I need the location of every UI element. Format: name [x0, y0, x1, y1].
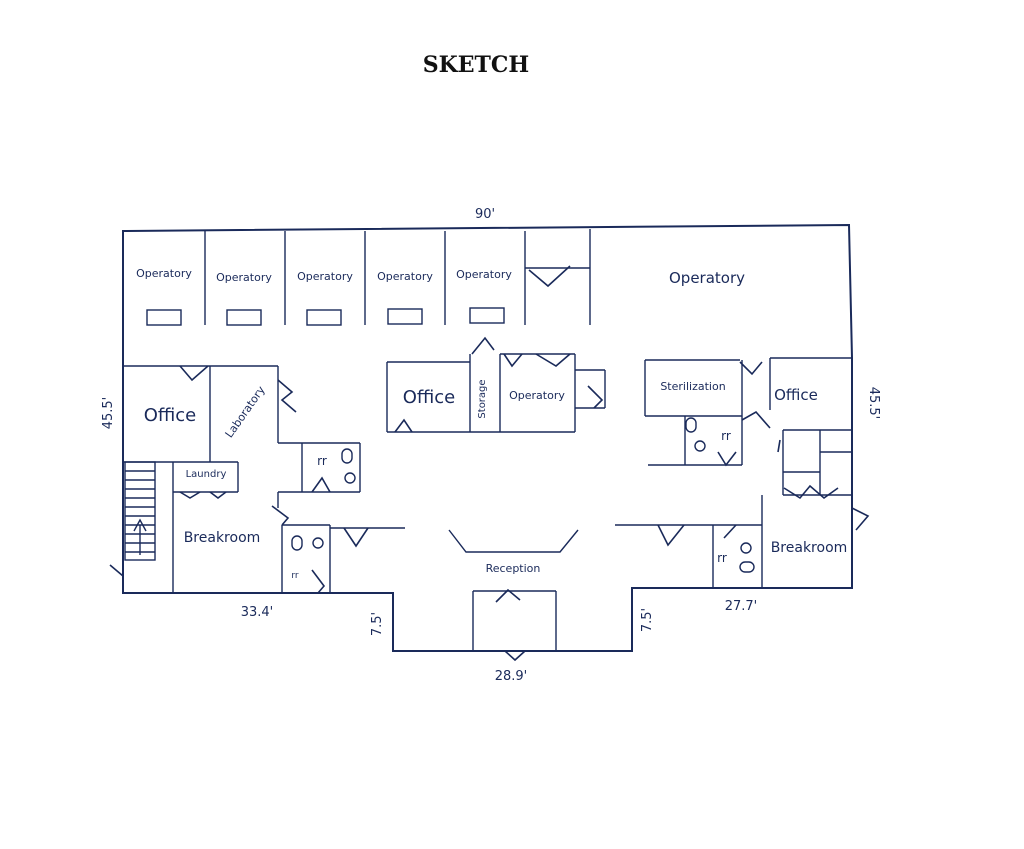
- restroom-label-4: rr: [717, 551, 727, 565]
- restroom-label-2: rr: [291, 571, 299, 581]
- room-reception: Reception: [486, 562, 541, 575]
- dimension-bottom-center: 28.9': [495, 669, 528, 684]
- chair-markers: [146, 307, 505, 326]
- room-operatory-large: Operatory: [669, 269, 745, 287]
- reception-area: [448, 529, 579, 651]
- page-title: SKETCH: [422, 52, 530, 78]
- dimension-step-left: 7.5': [370, 612, 385, 636]
- room-storage: Storage: [477, 379, 488, 418]
- room-office-right: Office: [774, 386, 818, 404]
- dimension-top: 90': [475, 207, 495, 222]
- dimension-bottom-left: 33.4': [241, 605, 274, 620]
- dimension-left: 45.5': [101, 397, 116, 430]
- dimension-bottom-right: 27.7': [725, 599, 758, 614]
- room-operatory-3: Operatory: [297, 270, 353, 283]
- room-operatory-5: Operatory: [456, 268, 512, 281]
- room-operatory-4: Operatory: [377, 270, 433, 283]
- room-breakroom-left: Breakroom: [184, 530, 261, 546]
- room-operatory-1: Operatory: [136, 267, 192, 280]
- dimension-right: 45.5': [866, 387, 881, 420]
- room-operatory-2: Operatory: [216, 271, 272, 284]
- left-wing-walls: [123, 365, 405, 593]
- restroom-label-1: rr: [317, 454, 327, 468]
- restroom-label-3: rr: [721, 429, 731, 443]
- room-office-left: Office: [144, 405, 197, 426]
- room-sterilization: Sterilization: [660, 380, 725, 393]
- door-swings: [109, 265, 870, 662]
- restroom-fixtures: [291, 417, 755, 573]
- operatory-row-walls: [204, 229, 591, 325]
- outer-wall: [122, 223, 853, 652]
- room-breakroom-right: Breakroom: [771, 540, 848, 556]
- room-laboratory: Laboratory: [223, 383, 268, 440]
- room-laundry: Laundry: [186, 469, 227, 480]
- room-office-center: Office: [403, 387, 456, 408]
- room-operatory-center: Operatory: [509, 389, 565, 402]
- dimension-step-right: 7.5': [640, 608, 655, 632]
- staircase: [124, 461, 156, 561]
